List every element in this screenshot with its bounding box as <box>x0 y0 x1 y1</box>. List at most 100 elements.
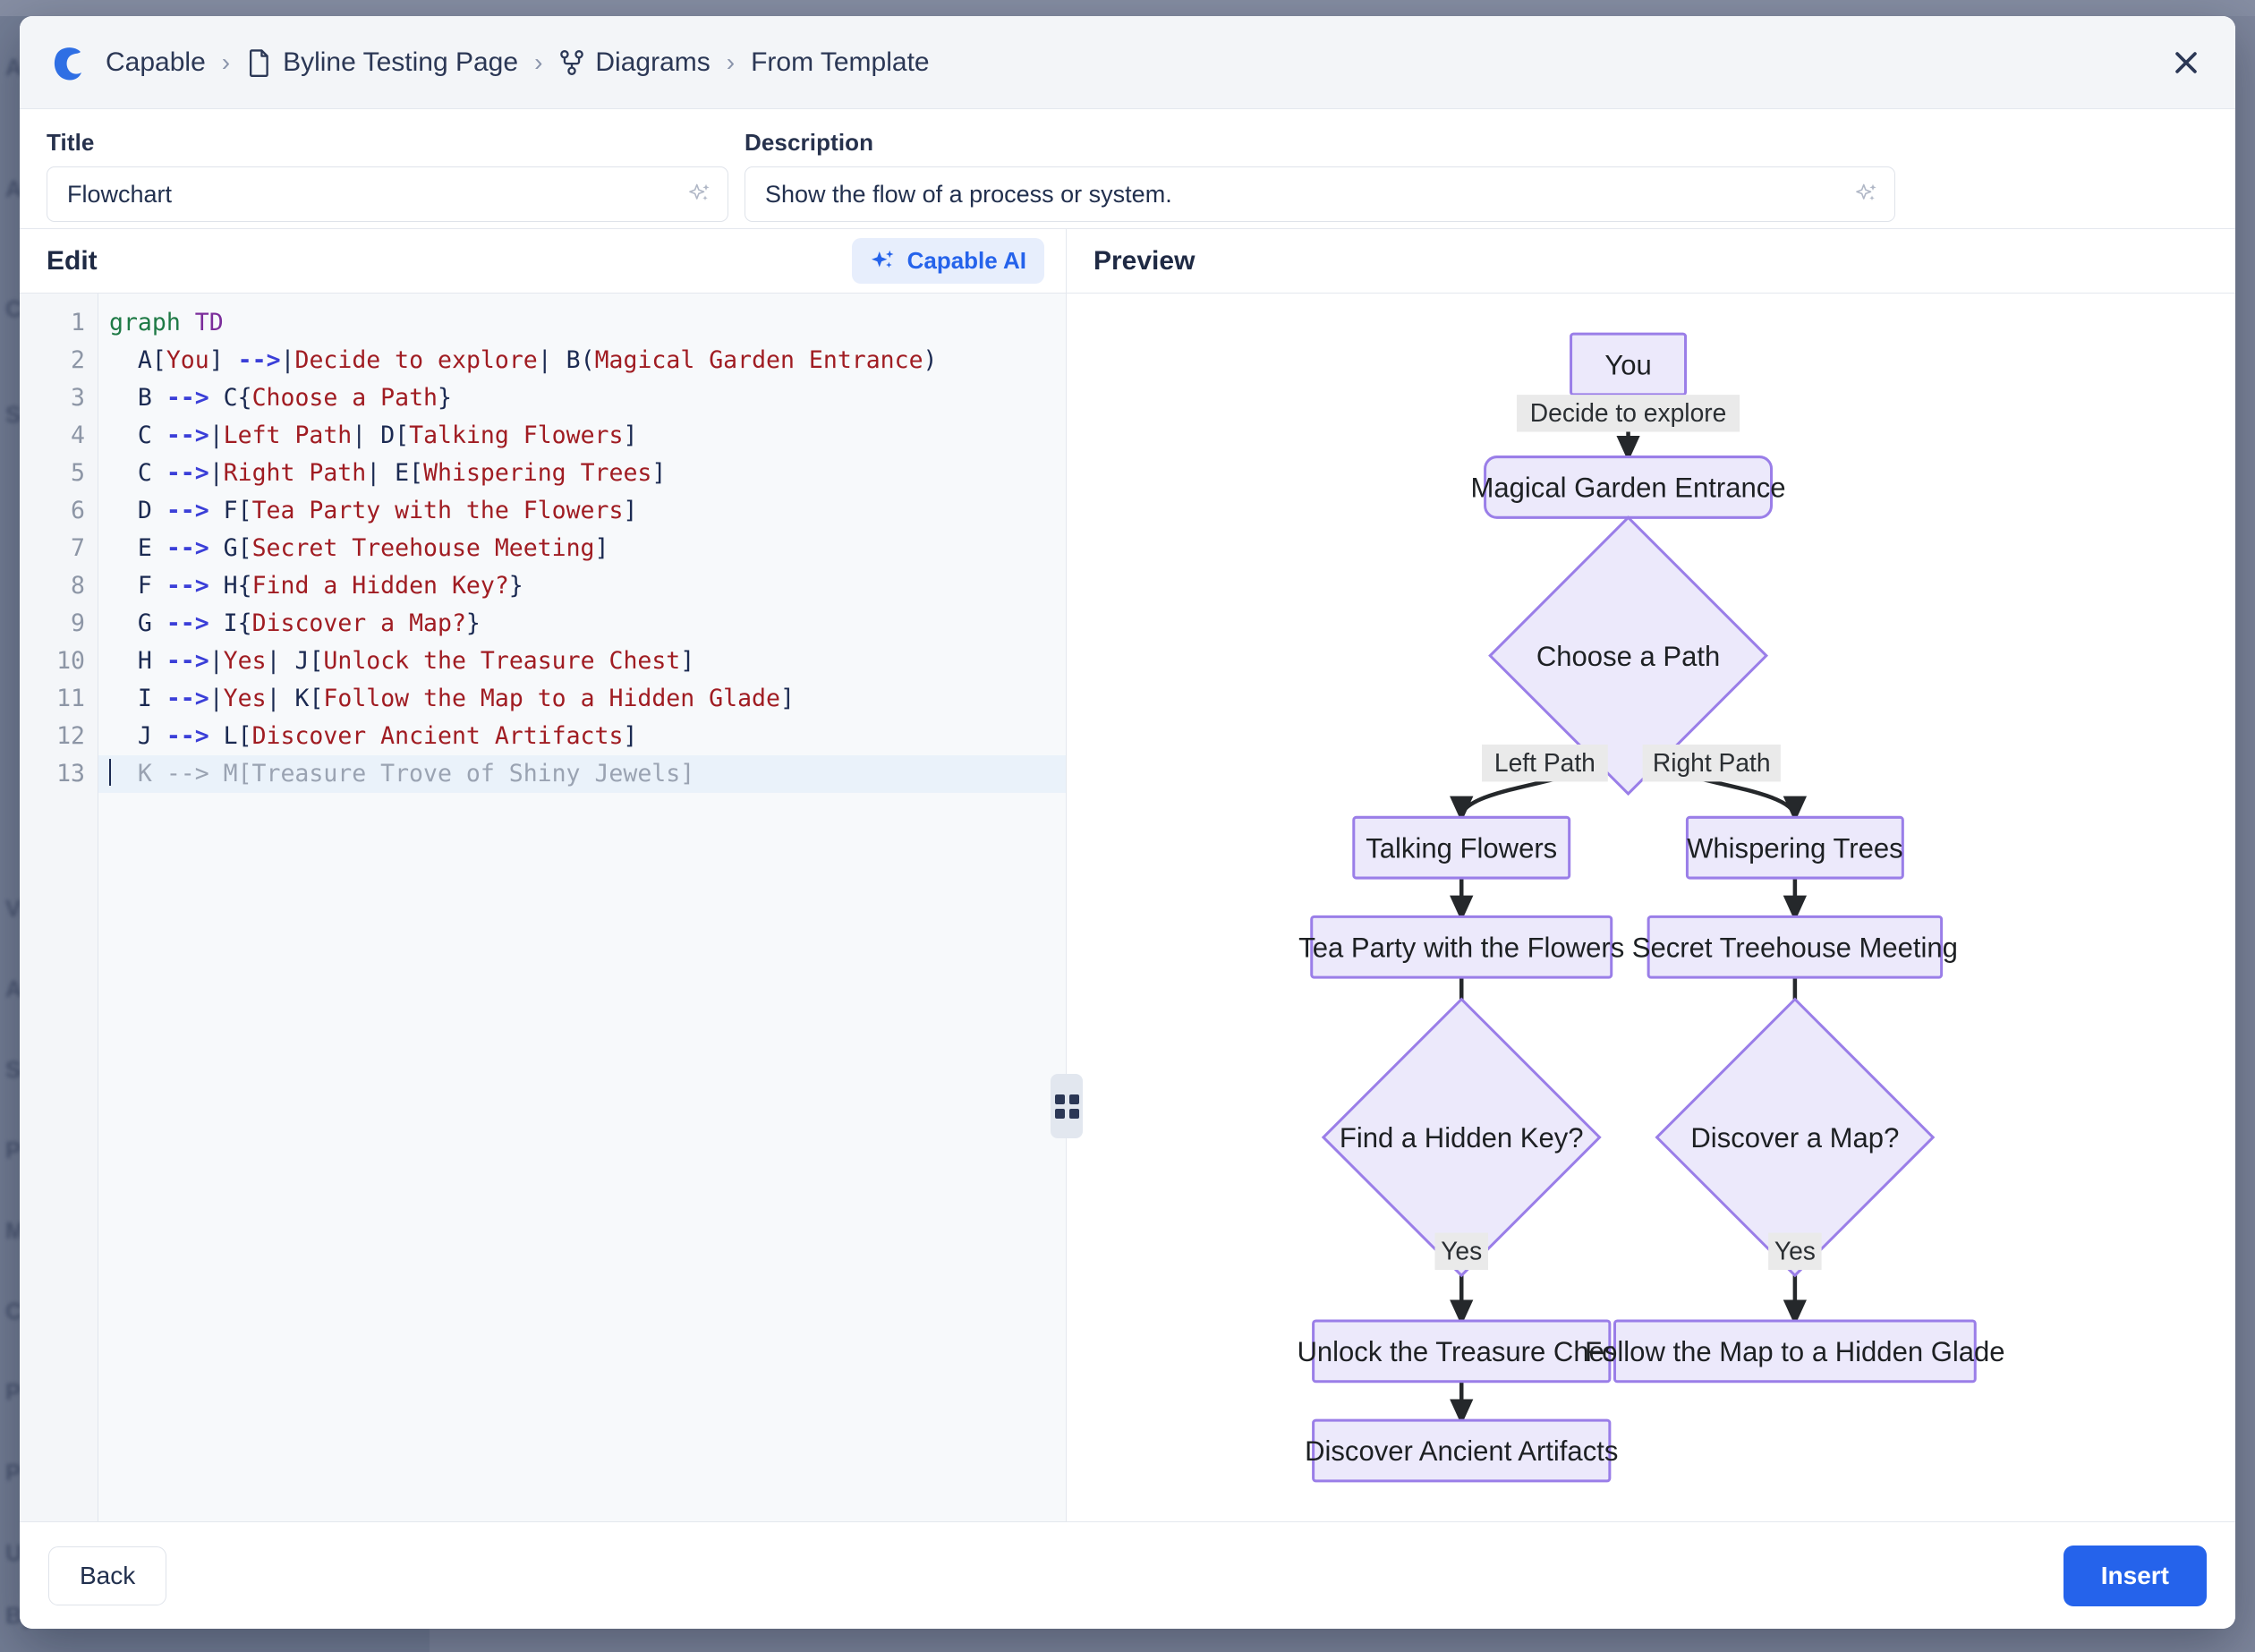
close-button[interactable] <box>2162 38 2210 87</box>
flow-node[interactable]: Unlock the Treasure Chest <box>1297 1321 1626 1382</box>
flow-node[interactable]: Magical Garden Entrance <box>1471 457 1786 518</box>
breadcrumb-separator: › <box>222 48 230 77</box>
code-token: A <box>109 346 152 374</box>
edge-label: Yes <box>1441 1237 1482 1265</box>
code-token: [ <box>238 534 252 562</box>
description-field-group: Description Show the flow of a process o… <box>745 129 1895 222</box>
code-token: ) <box>923 346 938 374</box>
edit-pane-header: Edit Capable AI <box>20 229 1066 294</box>
editor-code-line[interactable]: A[You] -->|Decide to explore| B(Magical … <box>109 342 1066 379</box>
code-token: | <box>366 459 380 487</box>
editor-line-number: 3 <box>20 379 85 417</box>
code-token: I <box>209 609 238 637</box>
code-editor[interactable]: 12345678910111213 graph TD A[You] -->|De… <box>20 294 1066 1521</box>
code-token: --> <box>166 685 209 712</box>
breadcrumb-label: Diagrams <box>595 47 710 78</box>
editor-code-line[interactable]: J --> L[Discover Ancient Artifacts] <box>109 718 1066 755</box>
editor-line-number: 1 <box>20 304 85 342</box>
breadcrumb-item-capable[interactable]: Capable <box>106 47 206 78</box>
editor-code-area[interactable]: graph TD A[You] -->|Decide to explore| B… <box>98 294 1066 1521</box>
code-token: --> <box>166 609 209 637</box>
flow-node[interactable]: Tea Party with the Flowers <box>1298 916 1624 977</box>
breadcrumb-label: From Template <box>751 47 930 78</box>
edge-label: Yes <box>1774 1237 1816 1265</box>
code-token: J <box>109 722 166 750</box>
code-token: [ <box>409 459 423 487</box>
code-token: Decide to explore <box>295 346 538 374</box>
editor-code-line[interactable]: E --> G[Secret Treehouse Meeting] <box>109 530 1066 567</box>
code-token: I <box>109 685 166 712</box>
flow-node[interactable]: Secret Treehouse Meeting <box>1632 916 1958 977</box>
flow-node-label: Secret Treehouse Meeting <box>1632 932 1958 964</box>
code-token: [ <box>238 722 252 750</box>
description-input-value: Show the flow of a process or system. <box>745 181 1226 209</box>
editor-line-number: 4 <box>20 417 85 455</box>
code-token: K <box>281 685 310 712</box>
code-token: Unlock the Treasure Chest <box>323 647 680 675</box>
code-token: C <box>109 459 166 487</box>
editor-code-line[interactable]: C -->|Right Path| E[Whispering Trees] <box>109 455 1066 492</box>
description-input[interactable]: Show the flow of a process or system. <box>745 166 1895 222</box>
flow-node-label: Unlock the Treasure Chest <box>1297 1336 1626 1367</box>
editor-code-line[interactable]: graph TD <box>109 304 1066 342</box>
editor-line-numbers: 12345678910111213 <box>20 294 98 1521</box>
code-token: | <box>267 647 281 675</box>
editor-line-number: 7 <box>20 530 85 567</box>
code-token: Yes <box>224 647 267 675</box>
editor-code-line[interactable]: H -->|Yes| J[Unlock the Treasure Chest] <box>109 643 1066 680</box>
diagram-preview[interactable]: YouMagical Garden EntranceChoose a PathT… <box>1067 294 2235 1521</box>
modal-body: Edit Capable AI 12345678910111213 graph … <box>20 229 2235 1521</box>
flow-node[interactable]: Follow the Map to a Hidden Glade <box>1585 1321 2004 1382</box>
code-token: | <box>209 459 224 487</box>
flow-node[interactable]: Discover Ancient Artifacts <box>1305 1420 1618 1481</box>
code-token: G <box>209 534 238 562</box>
code-token: | <box>209 647 224 675</box>
editor-code-line[interactable]: B --> C{Choose a Path} <box>109 379 1066 417</box>
flow-node-label: Tea Party with the Flowers <box>1298 932 1624 964</box>
capable-ai-button[interactable]: Capable AI <box>852 238 1044 284</box>
editor-code-line[interactable]: F --> H{Find a Hidden Key?} <box>109 567 1066 605</box>
code-token: [ <box>395 422 409 449</box>
sparkle-icon[interactable] <box>1853 181 1880 208</box>
editor-code-line[interactable]: G --> I{Discover a Map?} <box>109 605 1066 643</box>
breadcrumb-item-diagrams[interactable]: Diagrams <box>558 47 710 78</box>
breadcrumb-label: Capable <box>106 47 206 78</box>
git-branch-icon <box>558 48 585 77</box>
code-token: D <box>366 422 395 449</box>
insert-button[interactable]: Insert <box>2064 1546 2207 1606</box>
code-token: --> <box>166 422 209 449</box>
editor-code-line[interactable]: C -->|Left Path| D[Talking Flowers] <box>109 417 1066 455</box>
code-token: --> <box>166 647 209 675</box>
back-button[interactable]: Back <box>48 1546 166 1605</box>
code-token: { <box>238 609 252 637</box>
editor-line-number: 10 <box>20 643 85 680</box>
code-token: Discover a Map? <box>252 609 466 637</box>
code-token: Secret Treehouse Meeting <box>252 534 595 562</box>
breadcrumb-item-byline-testing-page[interactable]: Byline Testing Page <box>246 47 518 78</box>
code-token: { <box>238 572 252 600</box>
flow-node[interactable]: Whispering Trees <box>1687 817 1903 878</box>
title-input[interactable]: Flowchart <box>47 166 728 222</box>
code-token: You <box>166 346 209 374</box>
editor-code-line[interactable]: D --> F[Tea Party with the Flowers] <box>109 492 1066 530</box>
edit-pane-title: Edit <box>47 246 852 277</box>
flow-node[interactable]: You <box>1571 334 1686 395</box>
editor-code-line[interactable]: I -->|Yes| K[Follow the Map to a Hidden … <box>109 680 1066 718</box>
code-token: --> <box>166 534 209 562</box>
code-token: } <box>509 572 523 600</box>
code-token: Follow the Map to a Hidden Glade <box>323 685 780 712</box>
code-token: | <box>352 422 366 449</box>
editor-line-number: 2 <box>20 342 85 379</box>
editor-code-line[interactable]: K --> M[Treasure Trove of Shiny Jewels] <box>98 755 1066 793</box>
edge-label: Decide to explore <box>1530 398 1727 427</box>
code-token: [ <box>309 647 323 675</box>
code-token: E <box>380 459 409 487</box>
pane-resize-handle[interactable] <box>1051 1074 1083 1138</box>
sparkle-icon[interactable] <box>686 181 713 208</box>
code-token: L <box>209 722 238 750</box>
breadcrumb-item-from-template[interactable]: From Template <box>751 47 930 78</box>
code-token: ] <box>209 346 224 374</box>
editor-line-number: 6 <box>20 492 85 530</box>
code-token <box>224 346 238 374</box>
flow-node[interactable]: Talking Flowers <box>1354 817 1570 878</box>
